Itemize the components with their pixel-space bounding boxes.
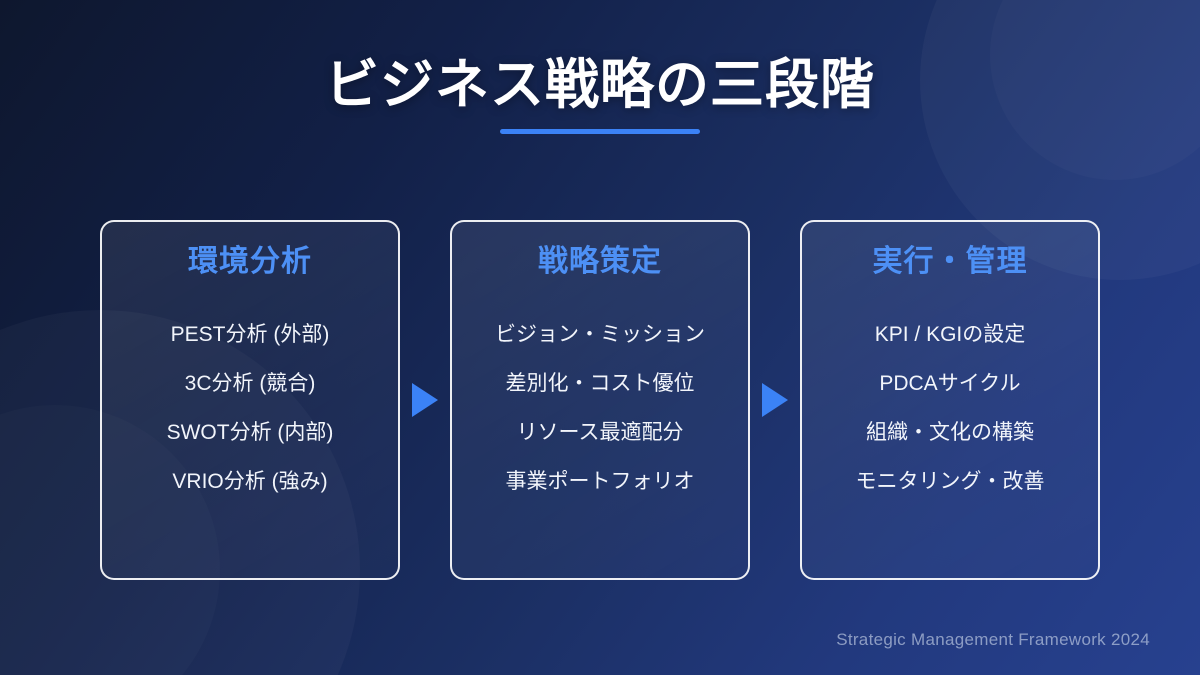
footer-caption: Strategic Management Framework 2024: [836, 630, 1150, 649]
stage-card-1-list: PEST分析 (外部) 3C分析 (競合) SWOT分析 (内部) VRIO分析…: [116, 324, 384, 492]
stage-card-3[interactable]: 実行・管理 KPI / KGIの設定 PDCAサイクル 組織・文化の構築 モニタ…: [800, 220, 1100, 580]
list-item: 差別化・コスト優位: [505, 372, 695, 395]
stage-card-1[interactable]: 環境分析 PEST分析 (外部) 3C分析 (競合) SWOT分析 (内部) V…: [100, 220, 400, 580]
list-item: VRIO分析 (強み): [172, 470, 328, 493]
stage-card-2-title: 戦略策定: [538, 245, 662, 278]
stages-row: 環境分析 PEST分析 (外部) 3C分析 (競合) SWOT分析 (内部) V…: [100, 220, 1100, 580]
list-item: 3C分析 (競合): [184, 372, 316, 395]
connector-2: [750, 220, 800, 580]
slide-header: ビジネス戦略の三段階: [0, 55, 1200, 135]
stage-card-2-list: ビジョン・ミッション 差別化・コスト優位 リソース最適配分 事業ポートフォリオ: [466, 324, 734, 492]
list-item: PDCAサイクル: [879, 372, 1021, 395]
list-item: 事業ポートフォリオ: [505, 470, 695, 493]
connector-1: [400, 220, 450, 580]
stage-card-2[interactable]: 戦略策定 ビジョン・ミッション 差別化・コスト優位 リソース最適配分 事業ポート…: [450, 220, 750, 580]
list-item: PEST分析 (外部): [170, 323, 330, 346]
stage-card-3-title: 実行・管理: [872, 245, 1028, 278]
arrow-right-icon: [412, 383, 438, 417]
page-title: ビジネス戦略の三段階: [325, 55, 875, 115]
list-item: ビジョン・ミッション: [495, 323, 705, 346]
list-item: 組織・文化の構築: [866, 421, 1034, 444]
list-item: モニタリング・改善: [855, 470, 1045, 493]
list-item: リソース最適配分: [516, 421, 684, 444]
stage-card-1-title: 環境分析: [188, 245, 312, 278]
arrow-right-icon: [762, 383, 788, 417]
list-item: KPI / KGIの設定: [874, 323, 1026, 346]
title-underline-rule: [500, 129, 700, 135]
list-item: SWOT分析 (内部): [166, 421, 334, 444]
stage-card-3-list: KPI / KGIの設定 PDCAサイクル 組織・文化の構築 モニタリング・改善: [816, 324, 1084, 492]
